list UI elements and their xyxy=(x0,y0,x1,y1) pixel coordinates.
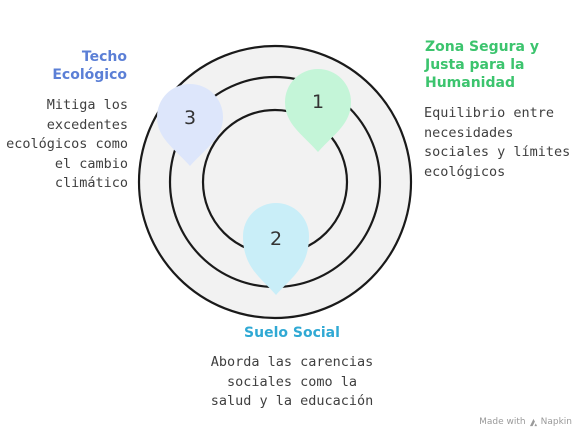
pin-3: 3 xyxy=(157,84,223,166)
techo-ecologico-title: Techo Ecológico xyxy=(52,49,127,83)
suelo-social-description: Aborda las carencias sociales como la sa… xyxy=(210,354,374,409)
made-with-label: Made with xyxy=(479,417,526,427)
napkin-brand-label: Napkin xyxy=(540,417,572,427)
pin-3-shape xyxy=(157,84,223,166)
pin-2-shape xyxy=(243,203,309,295)
pin-2-number: 2 xyxy=(270,228,282,250)
pin-1-shape xyxy=(285,69,351,152)
pin-1: 1 xyxy=(285,69,351,152)
pin-3-number: 3 xyxy=(184,107,196,129)
techo-ecologico-description: Mitiga los excedentes ecológicos como el… xyxy=(6,97,128,191)
napkin-logo-icon xyxy=(529,418,537,426)
pin-2: 2 xyxy=(243,203,309,295)
zona-segura-description: Equilibrio entre necesidades sociales y … xyxy=(424,105,571,180)
made-with-napkin-footer: Made with Napkin xyxy=(479,417,572,427)
zona-segura-title: Zona Segura y Justa para la Humanidad xyxy=(425,39,539,91)
pin-1-number: 1 xyxy=(312,91,324,113)
suelo-social-title: Suelo Social xyxy=(244,325,340,341)
